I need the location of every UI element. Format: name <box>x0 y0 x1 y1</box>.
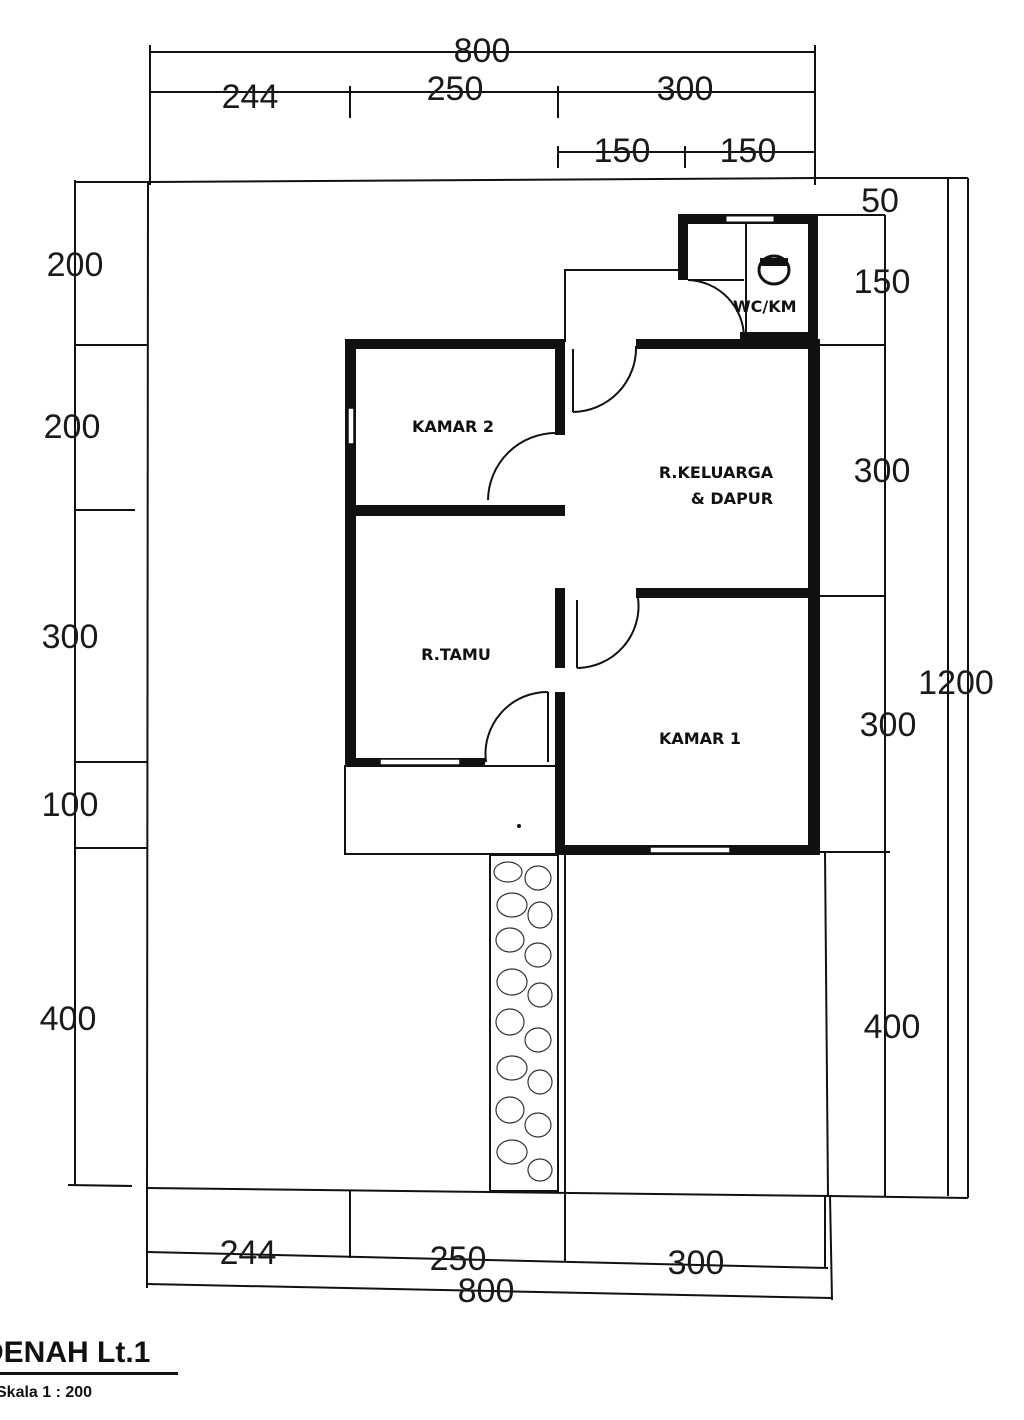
dim-top-sub-segment: 150 <box>720 132 777 170</box>
room-label-kamar-1: KAMAR 1 <box>659 729 741 748</box>
dim-left-segment: 100 <box>42 786 99 824</box>
dim-right-segment: 150 <box>854 263 911 301</box>
left-dimensions: 200 200 300 100 400 <box>40 180 150 1187</box>
dim-right-segment: 300 <box>860 706 917 744</box>
dim-left-segment: 300 <box>42 618 99 656</box>
corridor-outline <box>564 269 680 342</box>
dim-bottom-segment: 244 <box>220 1234 277 1272</box>
room-label-keluarga: R.KELUARGA <box>659 463 774 482</box>
room-label-kamar-2: KAMAR 2 <box>412 417 494 436</box>
dim-top-segment: 250 <box>427 70 484 108</box>
dim-top-total: 800 <box>454 32 511 70</box>
dim-bottom-segment: 300 <box>668 1244 725 1282</box>
dim-top-right: 50 <box>861 182 899 220</box>
drawing-title: DENAH Lt.1 <box>0 1336 178 1375</box>
dim-top-segment: 244 <box>222 78 279 116</box>
right-dimensions: 150 300 300 400 1200 <box>815 177 994 1199</box>
dim-right-total: 1200 <box>918 664 994 702</box>
terrace <box>344 765 558 855</box>
wc-block: WC/KM <box>678 214 818 346</box>
room-label-wc: WC/KM <box>733 297 797 316</box>
site-boundary-right <box>824 851 829 1197</box>
dim-right-segment: 400 <box>864 1008 921 1046</box>
dim-top-segment: 300 <box>657 70 714 108</box>
stone-path <box>489 854 559 1192</box>
toilet-icon <box>757 254 791 286</box>
dim-left-segment: 200 <box>47 246 104 284</box>
dim-bottom-total: 800 <box>458 1272 515 1310</box>
dim-top-sub-segment: 150 <box>594 132 651 170</box>
doors <box>484 345 640 763</box>
windows <box>347 407 731 854</box>
dim-left-segment: 200 <box>44 408 101 446</box>
drawing-scale: Skala 1 : 200 <box>0 1384 93 1401</box>
dim-right-segment: 300 <box>854 452 911 490</box>
top-dimensions: 800 244 250 300 150 150 50 <box>149 32 899 220</box>
dim-bottom-segment: 250 <box>430 1240 487 1278</box>
bottom-dimensions: 244 250 300 800 <box>146 1187 833 1310</box>
door-swing <box>687 279 745 339</box>
room-label-dapur: & DAPUR <box>691 489 773 508</box>
site-boundary-top <box>149 177 816 183</box>
room-label-tamu: R.TAMU <box>421 645 491 664</box>
dim-left-segment: 400 <box>40 1000 97 1038</box>
site-boundary-left <box>146 181 149 1189</box>
